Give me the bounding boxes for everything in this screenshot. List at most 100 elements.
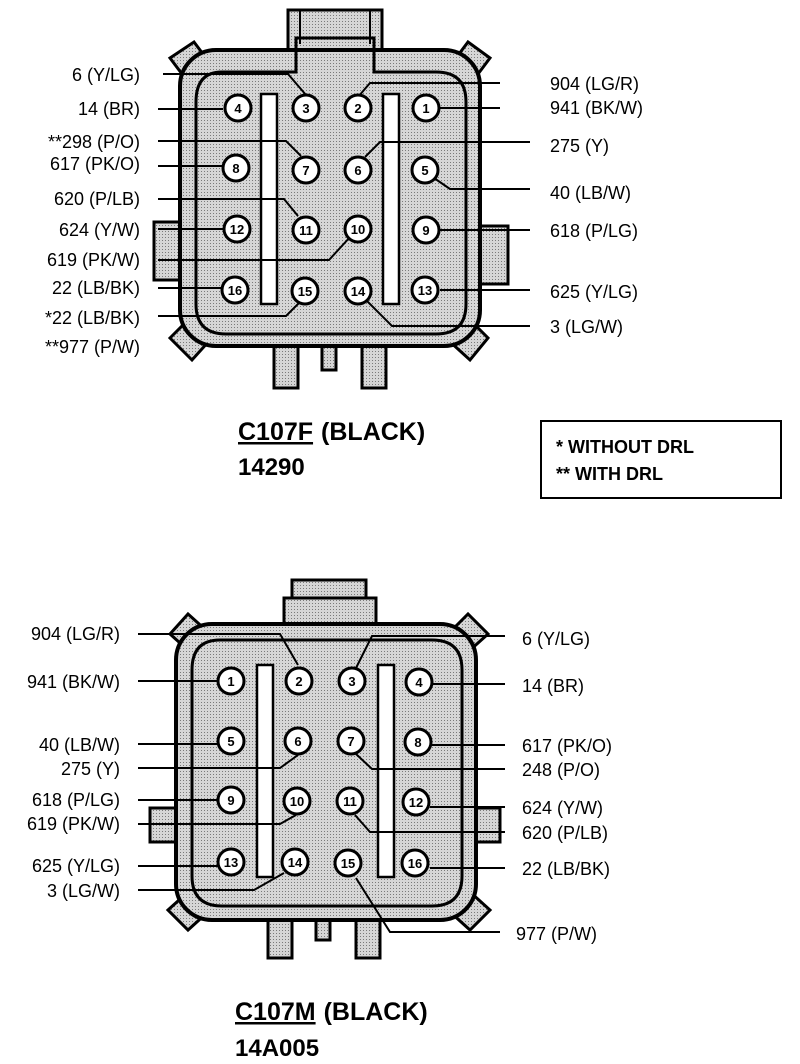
c107f-pin-5: 5 — [410, 155, 440, 185]
c107f-pin-12: 12 — [222, 214, 252, 244]
c107f-pin-14: 14 — [343, 276, 373, 306]
wire-label: **298 (P/O) — [48, 132, 140, 152]
c107m-pin-11: 11 — [335, 786, 365, 816]
pin-label: 9 — [422, 223, 429, 238]
legend-box: * WITHOUT DRL ** WITH DRL — [540, 420, 782, 499]
c107m-pin-12: 12 — [401, 787, 431, 817]
pin-label: 7 — [302, 163, 309, 178]
connector-c107f: 4 3 2 1 8 7 6 5 12 11 10 9 16 15 14 13 6… — [45, 8, 643, 481]
wire-label: 618 (P/LG) — [32, 790, 120, 810]
legend-without-drl: * WITHOUT DRL — [556, 437, 694, 457]
wire-label: 22 (LB/BK) — [522, 859, 610, 879]
pin-label: 16 — [228, 283, 242, 298]
pin-label: 11 — [299, 223, 313, 238]
wire-label: 6 (Y/LG) — [72, 65, 140, 85]
pin-label: 6 — [294, 734, 301, 749]
wire-label: 14 (BR) — [522, 676, 584, 696]
pin-label: 8 — [414, 735, 421, 750]
connector-code: C107M — [235, 998, 316, 1026]
pin-label: 14 — [351, 284, 366, 299]
wire-label: 275 (Y) — [550, 136, 609, 156]
c107f-pins: 4 3 2 1 8 7 6 5 12 11 10 9 16 15 14 13 — [220, 93, 441, 306]
c107f-pin-4: 4 — [223, 93, 253, 123]
c107f-pin-11: 11 — [291, 215, 321, 245]
pin-label: 12 — [230, 222, 244, 237]
pin-label: 4 — [234, 101, 242, 116]
pin-label: 4 — [415, 675, 423, 690]
wire-label: 14 (BR) — [78, 99, 140, 119]
connector-c107m: 1 2 3 4 5 6 7 8 9 10 11 12 13 14 15 16 9… — [27, 578, 612, 1062]
wire-label: 6 (Y/LG) — [522, 629, 590, 649]
connector-title: C107M (BLACK) — [235, 998, 428, 1026]
wire-label: 624 (Y/W) — [59, 220, 140, 240]
wire-label: 617 (PK/O) — [522, 736, 612, 756]
pin-label: 3 — [348, 674, 355, 689]
c107m-pin-16: 16 — [400, 848, 430, 878]
c107f-pin-16: 16 — [220, 275, 250, 305]
pin-label: 8 — [232, 161, 239, 176]
wire-label: 22 (LB/BK) — [52, 278, 140, 298]
c107m-pin-8: 8 — [403, 727, 433, 757]
wire-label: 618 (P/LG) — [550, 221, 638, 241]
pin-label: 14 — [288, 855, 303, 870]
c107f-pin-6: 6 — [343, 155, 373, 185]
pin-label: 12 — [409, 795, 423, 810]
wire-label: 977 (P/W) — [516, 924, 597, 944]
wire-label: 275 (Y) — [61, 759, 120, 779]
pin-label: 5 — [421, 163, 428, 178]
connector-code: C107F — [238, 418, 313, 446]
connector-color: (BLACK) — [321, 418, 425, 446]
pin-label: 9 — [227, 793, 234, 808]
wire-label: 625 (Y/LG) — [550, 282, 638, 302]
c107m-pin-6: 6 — [283, 726, 313, 756]
c107f-pin-13: 13 — [410, 275, 440, 305]
c107m-pin-14: 14 — [280, 847, 310, 877]
wire-label: **977 (P/W) — [45, 337, 140, 357]
pin-label: 3 — [302, 101, 309, 116]
c107f-pin-15: 15 — [290, 276, 320, 306]
pin-label: 10 — [351, 222, 365, 237]
wire-label: 941 (BK/W) — [550, 98, 643, 118]
part-number: 14290 — [238, 454, 305, 481]
wire-label: 620 (P/LB) — [522, 823, 608, 843]
part-number: 14A005 — [235, 1035, 319, 1062]
pin-label: 1 — [227, 674, 234, 689]
wire-label: 619 (PK/W) — [47, 250, 140, 270]
connector-color: (BLACK) — [324, 998, 428, 1026]
legend-with-drl: ** WITH DRL — [556, 464, 663, 484]
wire-label: 620 (P/LB) — [54, 189, 140, 209]
wire-label: 941 (BK/W) — [27, 672, 120, 692]
wire-label: 904 (LG/R) — [550, 74, 639, 94]
pin-label: 11 — [343, 794, 357, 809]
c107m-pin-9: 9 — [216, 785, 246, 815]
pin-label: 6 — [354, 163, 361, 178]
pin-label: 13 — [224, 855, 238, 870]
pin-label: 10 — [290, 794, 304, 809]
c107f-pin-7: 7 — [291, 155, 321, 185]
c107m-pin-4: 4 — [404, 667, 434, 697]
wire-label: 617 (PK/O) — [50, 154, 140, 174]
pin-label: 15 — [298, 284, 312, 299]
pin-label: 16 — [408, 856, 422, 871]
pin-label: 5 — [227, 734, 234, 749]
c107m-pin-7: 7 — [336, 726, 366, 756]
c107f-pin-3: 3 — [291, 93, 321, 123]
wire-label: 40 (LB/W) — [550, 183, 631, 203]
c107m-pin-13: 13 — [216, 847, 246, 877]
c107f-pin-9: 9 — [411, 215, 441, 245]
pin-label: 7 — [347, 734, 354, 749]
wire-label: 3 (LG/W) — [47, 881, 120, 901]
pin-label: 13 — [418, 283, 432, 298]
wire-label: 624 (Y/W) — [522, 798, 603, 818]
connector-title: C107F (BLACK) — [238, 418, 425, 446]
wire-label: 3 (LG/W) — [550, 317, 623, 337]
pin-label: 2 — [295, 674, 302, 689]
pin-label: 2 — [354, 101, 361, 116]
c107m-pin-2: 2 — [284, 666, 314, 696]
c107m-pins: 1 2 3 4 5 6 7 8 9 10 11 12 13 14 15 16 — [216, 666, 434, 878]
c107f-pin-2: 2 — [343, 93, 373, 123]
c107m-pin-10: 10 — [282, 786, 312, 816]
wire-label: 248 (P/O) — [522, 760, 600, 780]
